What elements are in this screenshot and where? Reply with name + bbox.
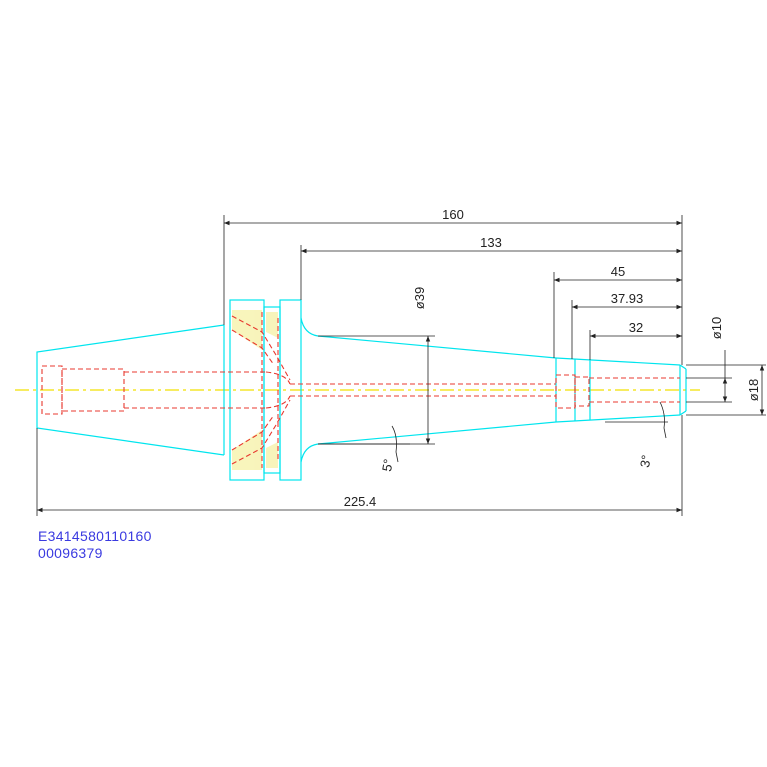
article-number: 00096379: [38, 545, 103, 561]
part-number: E3414580110160: [38, 528, 152, 544]
dim-dia-18: ø18: [746, 379, 761, 401]
dim-dia-39: ø39: [412, 287, 427, 309]
dim-225-4: 225.4: [344, 494, 377, 509]
dim-32: 32: [629, 320, 643, 335]
dim-160: 160: [442, 207, 464, 222]
dim-45: 45: [611, 264, 625, 279]
dim-dia-10: ø10: [709, 317, 724, 339]
hidden-lines: [41, 312, 680, 468]
dimension-geometry: [36, 215, 766, 516]
dimension-labels: 160 133 45 37.93 32 225.4 ø39 ø10 ø18 5°…: [344, 207, 761, 509]
angle-3-deg: 3°: [637, 454, 654, 469]
dim-37-93: 37.93: [611, 291, 644, 306]
angle-5-deg: 5°: [379, 458, 396, 473]
part-outline: [36, 299, 687, 481]
dim-133: 133: [480, 235, 502, 250]
